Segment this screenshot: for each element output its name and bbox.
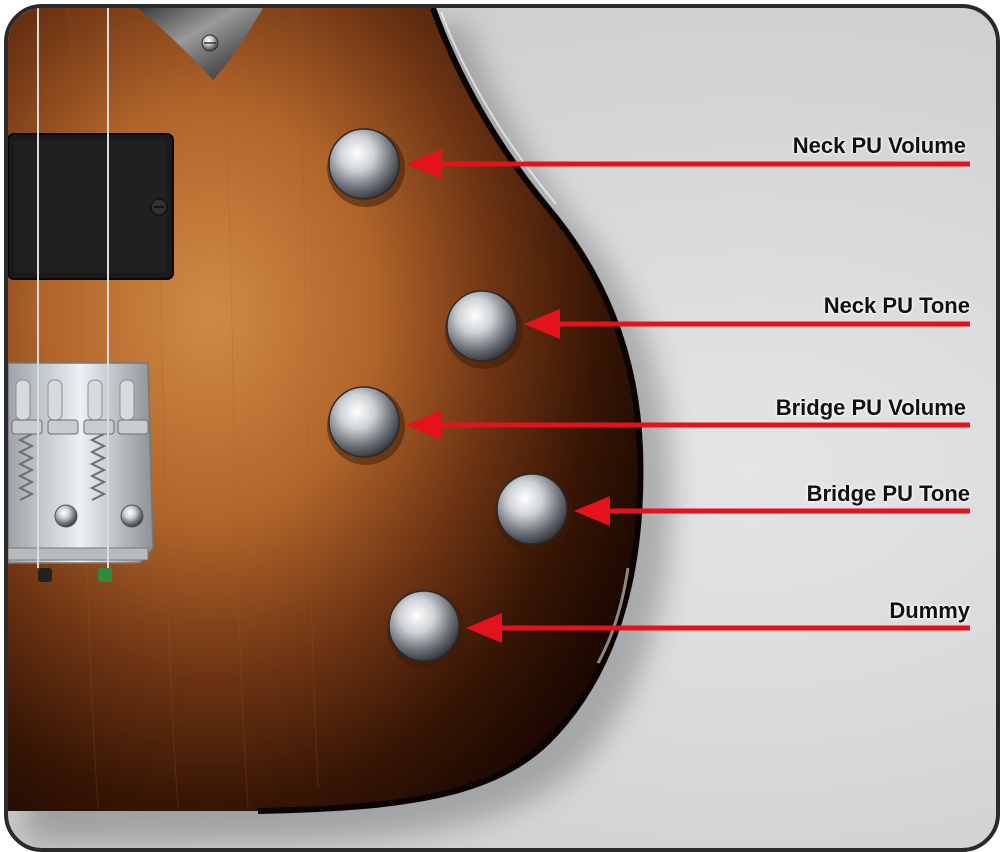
knob-neck-pu-tone [445,290,523,369]
label-bridge-pu-volume: Bridge PU Volume [775,395,966,420]
body-edge-highlight [440,11,557,205]
strings [37,8,109,568]
arrow-neck-pu-tone [524,309,970,339]
callout-arrows [406,149,970,643]
arrow-neck-pu-volume [406,149,970,179]
knob-dummy [387,590,465,669]
pickup [8,133,174,280]
bass-body-illustration [8,8,970,842]
knobs [327,128,573,669]
arrow-dummy [466,613,970,643]
image-frame: Neck PU Volume Neck PU Tone Bridge PU Vo… [4,4,1000,852]
pickguard [138,8,263,80]
knob-neck-pu-volume [327,128,405,207]
arrow-bridge-pu-volume [406,410,970,440]
bridge [8,362,154,582]
knob-bridge-pu-volume [327,386,405,465]
label-neck-pu-volume: Neck PU Volume [792,133,966,158]
arrow-bridge-pu-tone [574,496,970,526]
label-neck-pu-tone: Neck PU Tone [823,293,970,318]
label-bridge-pu-tone: Bridge PU Tone [806,481,970,506]
knob-bridge-pu-tone [495,473,573,552]
label-dummy: Dummy [889,598,970,623]
body-binding [257,8,644,814]
